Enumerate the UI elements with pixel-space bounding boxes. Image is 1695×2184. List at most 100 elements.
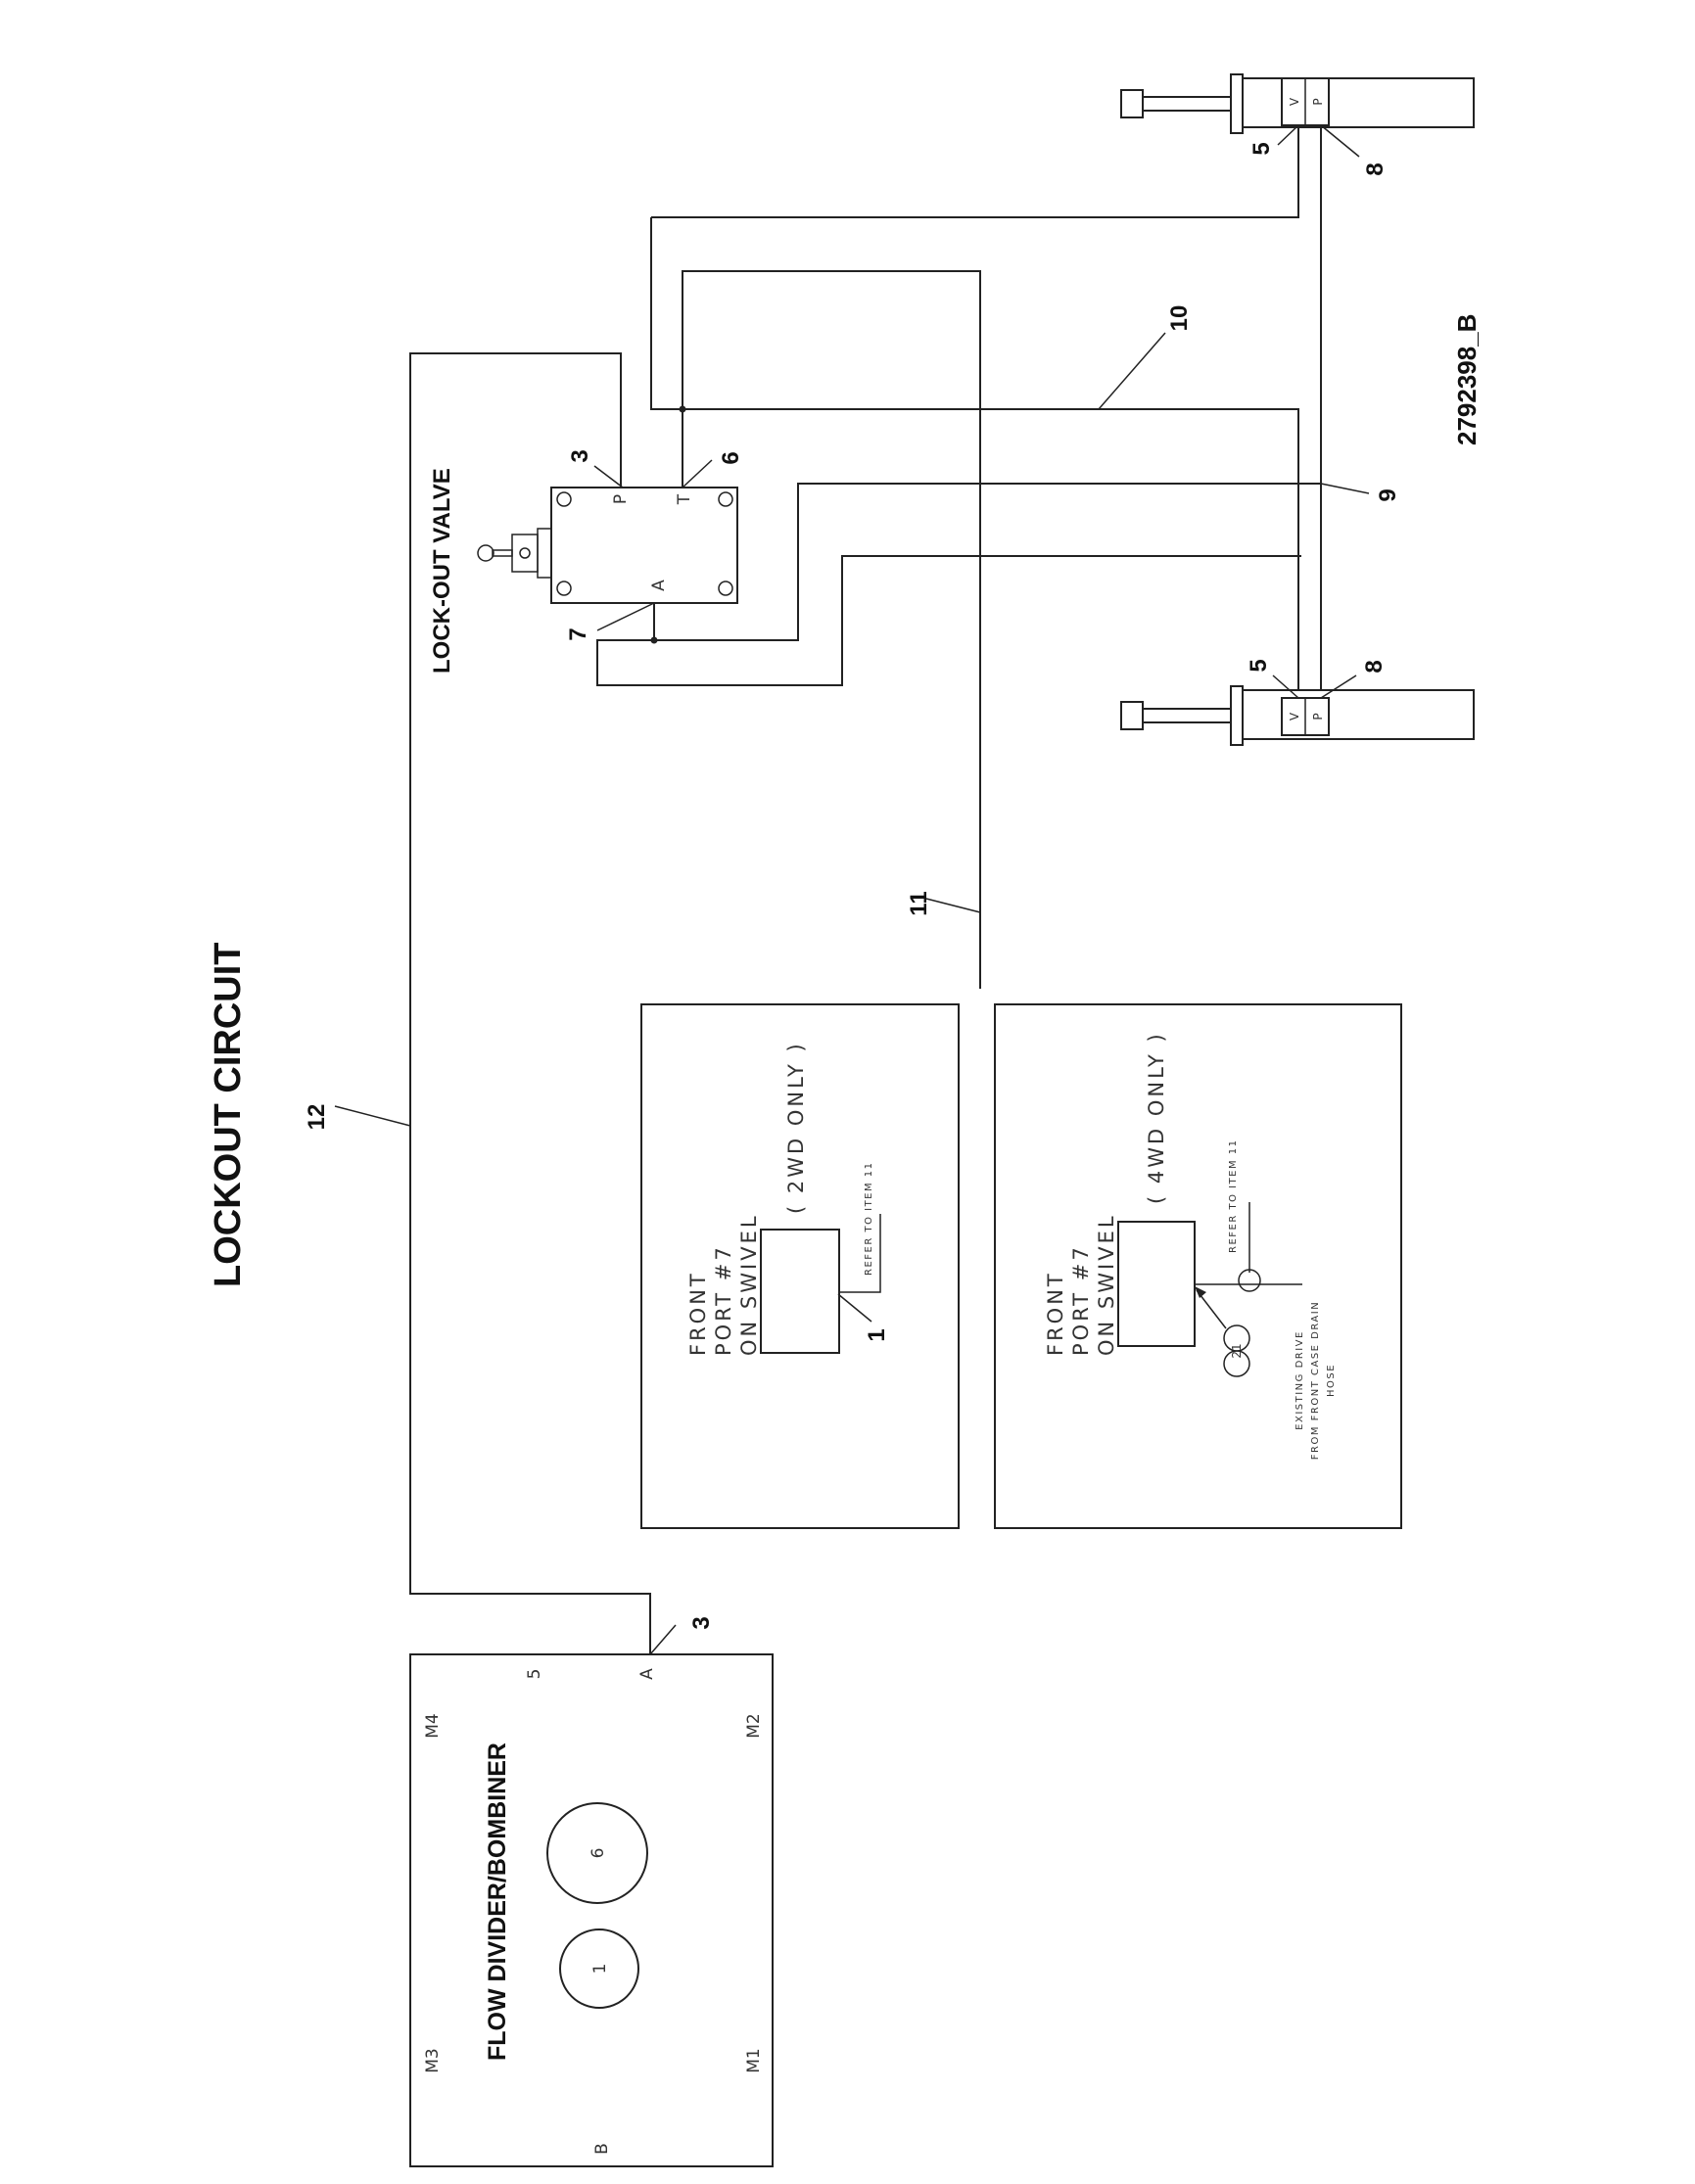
callout-5-lower: 5 [1246,659,1272,672]
cylinder-lower-port-v: V [1288,712,1301,720]
callout-8-lower: 8 [1361,660,1388,673]
cylinder-rod-end [1120,701,1144,730]
flow-divider-port-m3: M3 [423,2048,443,2072]
callout-leaders [334,124,1370,1655]
cylinder-gland [1230,685,1244,746]
note-4wd-existing1: EXISTING DRIVE [1295,1330,1305,1430]
lockout-valve: P T A LOCK-OUT VALVE [429,468,738,674]
hose-junction-dot [679,405,686,413]
valve-handle-knob [477,544,494,562]
valve-bolt-icon [718,581,733,596]
leader-10 [1098,332,1166,410]
note-2wd-refer: REFER TO ITEM 11 [864,1161,874,1276]
cylinder-upper-port-v: V [1288,97,1301,106]
flow-divider-port-m2: M2 [744,1713,764,1738]
hose-12 [409,352,651,1654]
cylinder-lower-port-p: P [1311,713,1325,720]
valve-port-a: A [649,580,669,591]
leader-5-upper [1277,124,1299,146]
cylinder-upper: V P [1120,73,1475,134]
note-4wd-fitting-icon [1238,1269,1261,1292]
note-4wd-refer: REFER TO ITEM 11 [1228,1138,1239,1253]
flow-divider-port-m4: M4 [423,1713,443,1738]
note-4wd-line3: ON SWIVEL [1095,1213,1118,1356]
flow-divider-port-b: B [592,2143,612,2155]
leader-9 [1320,483,1370,494]
flow-divider-section-1 [559,1928,639,2009]
callout-7: 7 [565,627,591,640]
cylinder-gland [1230,73,1244,134]
leader-1 [837,1293,872,1323]
note-2wd-refer-leader [839,1214,881,1293]
note-4wd-existing2: FROM FRONT CASE DRAIN [1310,1301,1321,1460]
swivel-port-4wd [1117,1221,1196,1347]
callout-numbers: 1 3 3 6 7 5 8 5 8 9 10 11 12 [304,142,1401,1629]
note-2wd-line3: ON SWIVEL [737,1213,761,1356]
hose-10-upper-cylinder-v [651,125,1299,218]
cylinder-upper-port-p: P [1311,98,1325,105]
swivel-port-2wd [760,1229,840,1354]
valve-handle-pin [519,547,531,559]
valve-handle-yoke [511,534,539,573]
note-2wd-box: FRONT PORT #7 ON SWIVEL ( 2WD ONLY ) REF… [640,1003,960,1529]
note-4wd-qualifier: ( 4WD ONLY ) [1145,1031,1168,1204]
note-4wd-line1: FRONT [1044,1271,1067,1356]
leader-6 [682,459,713,488]
drawing-number: 2792398_B [1452,314,1482,445]
leader-11 [925,898,981,913]
hose-11 [682,270,981,989]
leader-3-divider [649,1624,677,1655]
note-4wd-bubble-right [1223,1324,1250,1352]
callout-3-valve: 3 [567,449,593,462]
note-2wd-line1: FRONT [686,1271,710,1356]
flow-divider-block: 1 6 FLOW DIVIDER/BOMBINER M3 M4 M1 M2 5 … [409,1653,774,2167]
note-4wd-line2: PORT #7 [1069,1244,1093,1356]
callout-12: 12 [304,1104,330,1131]
note-4wd-bubble: 21 [1230,1343,1244,1358]
callout-5-upper: 5 [1248,142,1275,155]
flow-divider-port-m1: M1 [744,2048,764,2072]
leader-5-lower [1272,674,1299,699]
flow-divider-port-a: A [637,1668,657,1680]
note-4wd-bubble-leader [1196,1289,1227,1329]
hose-9 [653,483,1321,641]
leader-3-valve [593,465,624,488]
note-4wd-box: FRONT PORT #7 ON SWIVEL ( 4WD ONLY ) REF… [994,1003,1402,1529]
hose-junction-dot [650,636,658,644]
cylinder-rod-end [1120,89,1144,118]
lockout-valve-body [550,487,738,604]
hose-7 [596,555,1301,686]
flow-divider-section-6 [546,1802,648,1904]
diagram-title: LOCKOUT CIRCUIT [208,942,249,1287]
note-2wd-qualifier: ( 2WD ONLY ) [784,1041,808,1214]
callout-11: 11 [906,891,932,915]
leader-8-lower [1320,674,1357,699]
callout-10: 10 [1166,305,1193,332]
hose-10 [650,217,1299,698]
flow-divider-port-1: 1 [590,1964,610,1975]
callout-9: 9 [1375,488,1401,501]
valve-port-p: P [611,494,631,504]
valve-handle-base [537,528,552,579]
note-4wd-arrowhead-icon [1195,1286,1206,1298]
callout-1: 1 [864,1328,890,1341]
cylinder-lower: V P [1120,685,1475,746]
flow-divider-label: FLOW DIVIDER/BOMBINER [484,1743,511,2061]
valve-handle-stem [492,549,513,557]
valve-bolt-icon [556,491,572,507]
valve-bolt-icon [556,581,572,596]
valve-bolt-icon [718,491,733,507]
cylinder-rod [1142,96,1232,112]
flow-divider-port-6: 6 [589,1848,608,1859]
cylinder-rod [1142,708,1232,723]
note-4wd-existing3: HOSE [1326,1364,1337,1397]
callout-6: 6 [718,451,744,464]
lockout-valve-label: LOCK-OUT VALVE [429,468,455,674]
callout-3-divider: 3 [688,1616,715,1629]
leader-12 [334,1105,411,1127]
cylinder-barrel [1242,77,1475,128]
flow-divider-outline [409,1653,774,2167]
leader-7 [596,602,655,631]
cylinder-barrel [1242,689,1475,740]
flow-divider-port-5: 5 [525,1669,544,1680]
